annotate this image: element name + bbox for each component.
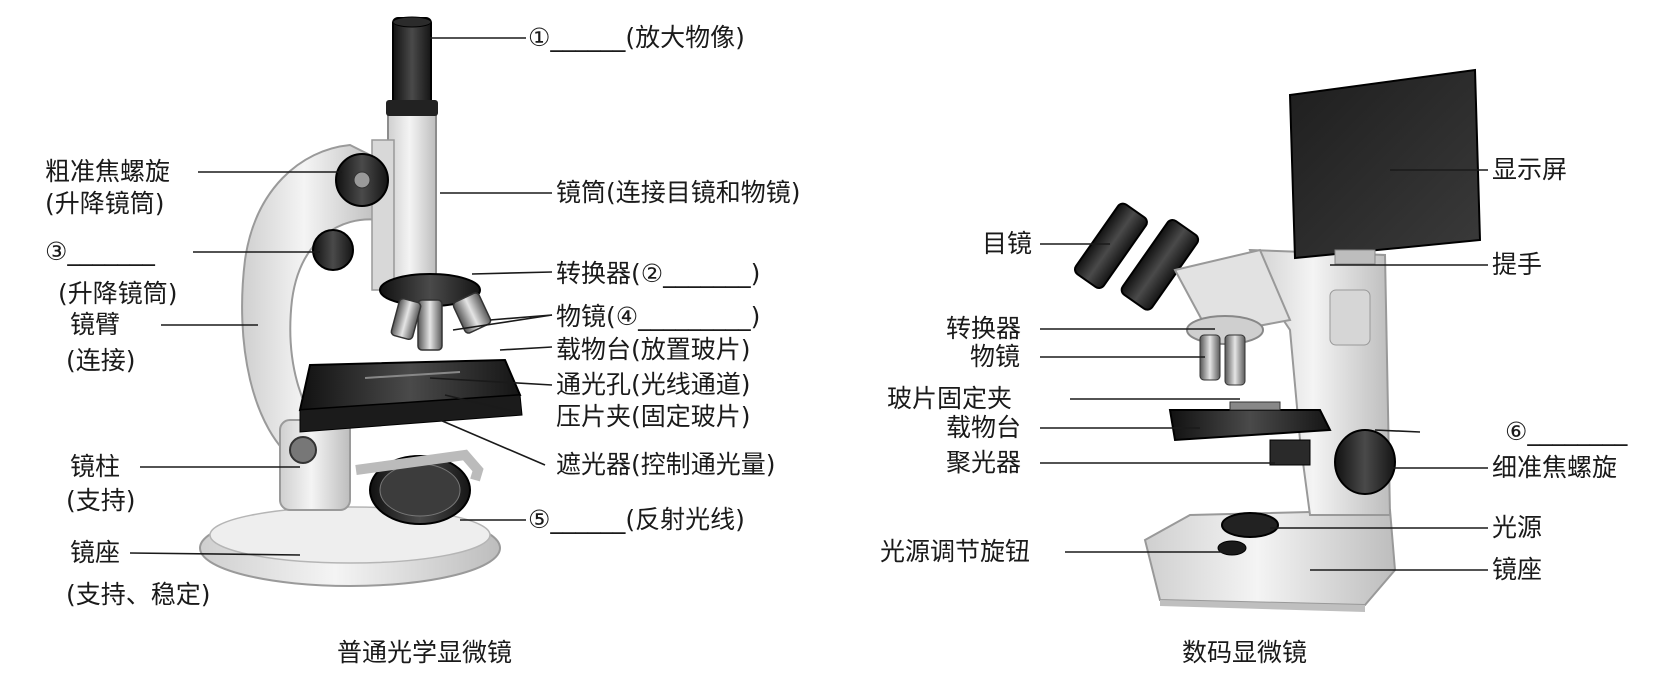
label-light-source: 光源 [1492, 513, 1542, 543]
label-base: 镜座 [70, 538, 120, 568]
label-diaphragm: 遮光器(控制通光量) [556, 450, 776, 480]
label-pillar: 镜柱 [70, 452, 120, 482]
fine-focus-knob [313, 230, 353, 270]
label-digital-objective: 物镜 [970, 342, 1020, 372]
label-fine-focus-note: (升降镜筒) [58, 279, 178, 309]
label-display-screen: 显示屏 [1492, 155, 1567, 185]
label-eyepiece-blank: ①______(放大物像) [528, 23, 745, 53]
label-arm-note: (连接) [66, 346, 136, 376]
microscope-pillar [280, 420, 350, 510]
label-digital-eyepiece: 目镜 [982, 229, 1032, 259]
label-digital-nosepiece: 转换器 [946, 314, 1021, 344]
label-condenser: 聚光器 [946, 448, 1021, 478]
label-handle: 提手 [1492, 250, 1542, 280]
label-mirror-blank: ⑤______(反射光线) [528, 505, 745, 535]
label-stage-clip: 压片夹(固定玻片) [556, 402, 751, 432]
label-coarse-focus: 粗准焦螺旋 [45, 157, 170, 187]
label-nosepiece-blank: 转换器(②_______) [556, 259, 760, 289]
objective-lens-a [418, 300, 442, 350]
optical-microscope-illustration [200, 17, 522, 586]
label-digital-blank: ⑥________ [1505, 417, 1627, 447]
label-digital-base: 镜座 [1492, 555, 1542, 585]
label-slide-clip: 玻片固定夹 [887, 384, 1012, 414]
digital-fine-focus-knob [1335, 430, 1395, 494]
label-arm: 镜臂 [70, 310, 120, 340]
light-source [1222, 513, 1278, 537]
label-body-tube: 镜筒(连接目镜和物镜) [556, 178, 801, 208]
caption-optical-microscope: 普通光学显微镜 [337, 638, 512, 668]
label-light-knob: 光源调节旋钮 [880, 537, 1030, 567]
label-aperture: 通光孔(光线通道) [556, 370, 751, 400]
condenser [1270, 440, 1310, 465]
label-digital-stage: 载物台 [946, 413, 1021, 443]
label-objective-blank: 物镜(④_________) [556, 302, 760, 332]
label-coarse-focus-note: (升降镜筒) [45, 189, 165, 219]
label-pillar-note: (支持) [66, 486, 136, 516]
display-screen [1290, 70, 1480, 258]
label-stage: 载物台(放置玻片) [556, 335, 751, 365]
eyepiece [393, 18, 431, 113]
digital-microscope-illustration [1073, 70, 1480, 612]
caption-digital-microscope: 数码显微镜 [1182, 638, 1307, 668]
label-digital-fine-focus: 细准焦螺旋 [1492, 453, 1617, 483]
body-tube [388, 110, 436, 295]
label-fine-focus-blank: ③_______ [45, 237, 155, 267]
label-base-note: (支持、稳定) [66, 580, 211, 610]
